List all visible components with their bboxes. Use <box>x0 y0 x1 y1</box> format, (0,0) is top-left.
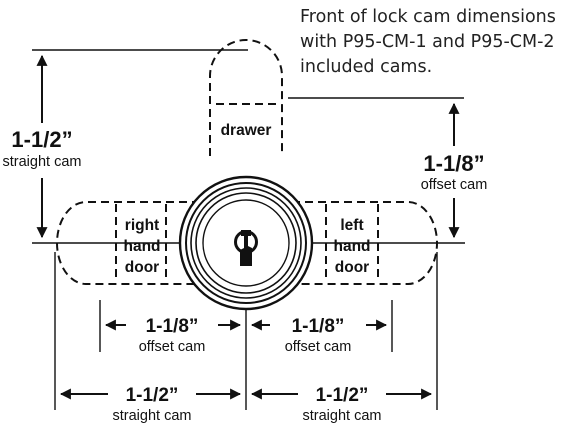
lock-cylinder <box>178 175 314 311</box>
vertical-straight-value: 1-1/2” <box>11 127 72 152</box>
straight-left-value: 1-1/2” <box>126 385 179 406</box>
straight-right-value: 1-1/2” <box>316 385 369 406</box>
right-hand-door-label-2: hand <box>123 238 160 255</box>
lock-ring-5 <box>202 199 290 287</box>
caption-line-3: included cams. <box>300 57 433 77</box>
caption-line-1: Front of lock cam dimensions <box>300 7 556 27</box>
offset-left-label: offset cam <box>139 339 206 355</box>
caption-line-2: with P95-CM-1 and P95-CM-2 <box>300 32 555 52</box>
right-hand-door-label-1: right <box>125 217 159 234</box>
keyhole-icon <box>234 230 258 266</box>
lock-ring-4 <box>195 192 297 294</box>
right-hand-door-label-3: door <box>125 259 159 276</box>
lock-ring-3 <box>190 187 302 299</box>
offset-right-value: 1-1/8” <box>292 316 345 337</box>
left-hand-door-label-3: door <box>335 259 369 276</box>
straight-right-label: straight cam <box>303 408 382 424</box>
right-hand-door-cam-outline <box>56 201 200 285</box>
left-hand-door-cam-outline <box>292 201 438 285</box>
offset-left-value: 1-1/8” <box>146 316 199 337</box>
vertical-offset-value: 1-1/8” <box>423 151 484 176</box>
left-hand-door-label-2: hand <box>333 238 370 255</box>
vertical-straight-label: straight cam <box>3 154 82 170</box>
offset-right-label: offset cam <box>285 339 352 355</box>
lock-ring-2 <box>185 182 307 304</box>
drawer-cam-outline <box>209 39 283 156</box>
diagram-caption: Front of lock cam dimensions with P95-CM… <box>300 5 576 80</box>
left-hand-door-label-1: left <box>340 217 363 234</box>
vertical-offset-label: offset cam <box>421 177 488 193</box>
drawer-cam-label: drawer <box>221 122 272 139</box>
straight-left-label: straight cam <box>113 408 192 424</box>
